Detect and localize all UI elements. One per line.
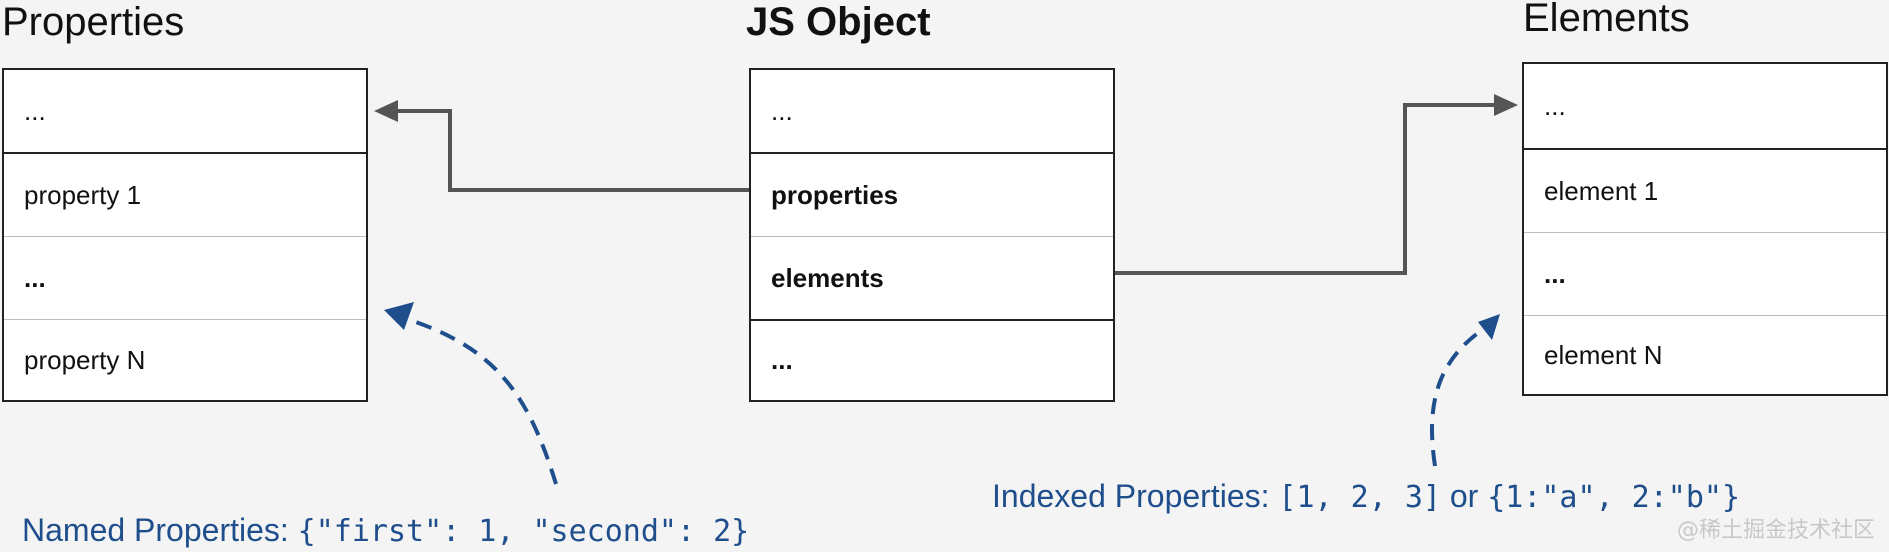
js-object-row-3: ...: [771, 345, 793, 375]
named-properties-label: Named Properties:: [22, 512, 298, 548]
js-object-row-properties: properties: [751, 154, 1113, 237]
js-object-table: ... properties elements ...: [749, 68, 1115, 402]
indexed-properties-caption: Indexed Properties: [1, 2, 3] or {1:"a",…: [992, 478, 1740, 515]
named-properties-dashed-arrow: [384, 302, 558, 485]
properties-row-3: property N: [24, 344, 146, 375]
properties-row-1: property 1: [4, 154, 366, 237]
properties-row-0: ...: [4, 70, 366, 154]
js-object-title: JS Object: [746, 0, 931, 44]
elements-link-arrow: [1115, 94, 1518, 275]
elements-row-0: ...: [1524, 64, 1886, 150]
indexed-properties-label: Indexed Properties:: [992, 478, 1279, 514]
properties-row-2: ...: [4, 237, 366, 320]
elements-table: ... element 1 ... element N: [1522, 62, 1888, 396]
properties-table: ... property 1 ... property N: [2, 68, 368, 402]
properties-title: Properties: [2, 0, 185, 44]
watermark: @稀土掘金技术社区: [1676, 518, 1875, 543]
elements-row-2: ...: [1524, 233, 1886, 316]
indexed-properties-array-code: [1, 2, 3]: [1278, 480, 1441, 515]
named-properties-caption: Named Properties: {"first": 1, "second":…: [22, 512, 749, 549]
indexed-properties-dashed-arrow: [1430, 314, 1500, 467]
js-object-row-0: ...: [751, 70, 1113, 154]
js-object-row-elements: elements: [751, 237, 1113, 321]
elements-title: Elements: [1523, 0, 1690, 40]
indexed-properties-object-code: {1:"a", 2:"b"}: [1487, 480, 1741, 515]
indexed-properties-or: or: [1440, 478, 1488, 514]
elements-row-3: element N: [1544, 339, 1663, 370]
properties-link-arrow: [374, 100, 749, 192]
named-properties-code: {"first": 1, "second": 2}: [297, 514, 750, 549]
elements-row-1: element 1: [1524, 150, 1886, 233]
